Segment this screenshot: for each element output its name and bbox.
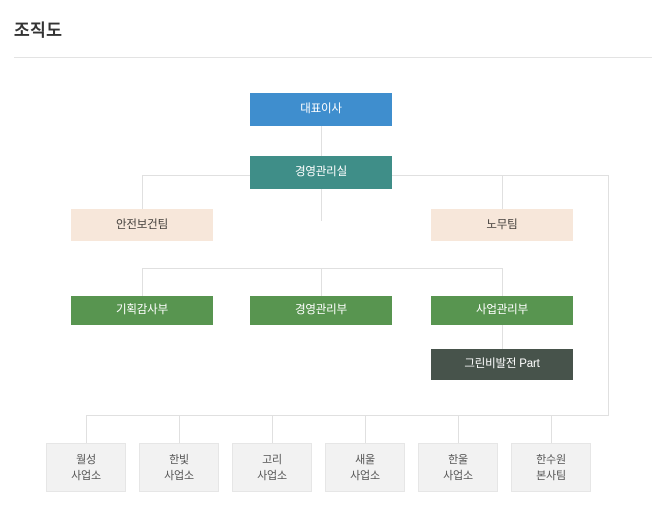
node-site-wolsong[interactable]: 월성 사업소 [46, 443, 126, 492]
connector-spine-right [608, 175, 609, 415]
node-site-khnp-hq-team[interactable]: 한수원 본사팀 [511, 443, 591, 492]
connector-drop-business-dept [502, 268, 503, 296]
connector-drop-labor-team [502, 175, 503, 209]
node-planning-audit-dept[interactable]: 기획감사부 [71, 296, 213, 325]
node-management-office[interactable]: 경영관리실 [250, 156, 392, 189]
connector-drop-site-2 [272, 415, 273, 443]
node-ceo[interactable]: 대표이사 [250, 93, 392, 126]
connector-business-to-part [502, 324, 503, 349]
connector-drop-site-3 [365, 415, 366, 443]
connector-drop-safety-team [142, 175, 143, 209]
connector-drop-site-0 [86, 415, 87, 443]
connector-drop-management-dept [321, 268, 322, 296]
connector-ceo-to-office [321, 126, 322, 160]
connector-office-stub [321, 189, 322, 221]
node-site-hanul[interactable]: 한울 사업소 [418, 443, 498, 492]
node-management-dept[interactable]: 경영관리부 [250, 296, 392, 325]
node-site-kori[interactable]: 고리 사업소 [232, 443, 312, 492]
node-business-dept[interactable]: 사업관리부 [431, 296, 573, 325]
connector-drop-planning-audit [142, 268, 143, 296]
node-labor-team[interactable]: 노무팀 [431, 209, 573, 241]
node-greenbee-power-part[interactable]: 그린비발전 Part [431, 349, 573, 380]
connector-bus-departments [142, 268, 503, 269]
connector-drop-site-5 [551, 415, 552, 443]
connector-drop-site-1 [179, 415, 180, 443]
org-chart-canvas: 대표이사 경영관리실 안전보건팀 노무팀 기획감사부 경영관리부 사업관리부 그… [0, 62, 666, 514]
node-site-hanbit[interactable]: 한빛 사업소 [139, 443, 219, 492]
node-site-saeul[interactable]: 새울 사업소 [325, 443, 405, 492]
connector-bus-sites [86, 415, 609, 416]
node-safety-health-team[interactable]: 안전보건팀 [71, 209, 213, 241]
title-divider [14, 57, 652, 58]
connector-drop-site-4 [458, 415, 459, 443]
page-title: 조직도 [14, 21, 63, 40]
